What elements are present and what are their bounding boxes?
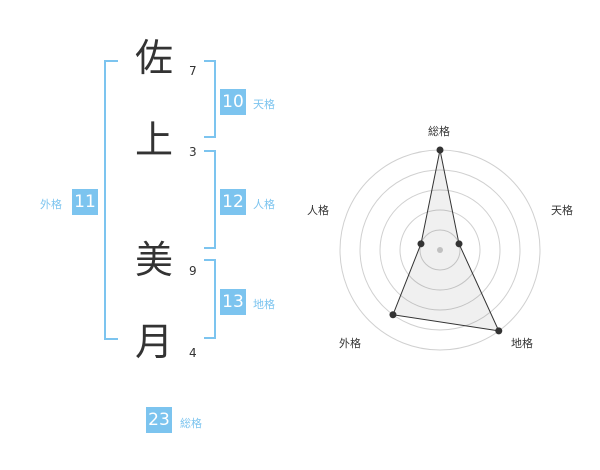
chikaku-badge: 13: [220, 289, 246, 315]
jinkaku-badge: 12: [220, 189, 246, 215]
radar-ring: [379, 189, 501, 311]
radar-point-1: [455, 240, 463, 248]
name-char-3: 美: [134, 238, 173, 282]
chikaku-label: 地格: [253, 298, 275, 311]
stroke-count-1: 7: [189, 64, 197, 78]
tenkaku-bracket: [204, 60, 216, 138]
radar-center: [437, 247, 443, 253]
gaikaku-label: 外格: [40, 198, 62, 211]
radar-label-jinkaku: 人格: [307, 204, 329, 217]
chikaku-bracket: [204, 259, 216, 339]
gaikaku-bracket: [104, 60, 118, 340]
radar-point-3: [389, 311, 397, 319]
radar-label-chikaku: 地格: [511, 337, 533, 350]
gaikaku-badge: 11: [72, 189, 98, 215]
name-char-2: 上: [134, 118, 173, 162]
jinkaku-bracket: [204, 150, 216, 249]
tenkaku-label: 天格: [253, 98, 275, 111]
stroke-count-4: 4: [189, 346, 197, 360]
radar-label-tenkaku: 天格: [551, 204, 573, 217]
radar-label-soukaku: 総格: [428, 125, 450, 138]
soukaku-label: 総格: [180, 417, 202, 430]
jinkaku-label: 人格: [253, 198, 275, 211]
radar-point-2: [495, 327, 503, 335]
radar-point-4: [417, 240, 425, 248]
radar-label-gaikaku: 外格: [339, 337, 361, 350]
name-char-1: 佐: [134, 36, 173, 80]
stroke-count-3: 9: [189, 264, 197, 278]
radar-ring: [419, 229, 461, 271]
stroke-count-2: 3: [189, 145, 197, 159]
tenkaku-badge: 10: [220, 89, 246, 115]
radar-ring: [399, 209, 481, 291]
radar-area: [392, 149, 500, 332]
soukaku-badge: 23: [146, 407, 172, 433]
radar-point-0: [436, 146, 444, 154]
radar-ring: [359, 169, 521, 331]
name-char-4: 月: [134, 320, 173, 364]
